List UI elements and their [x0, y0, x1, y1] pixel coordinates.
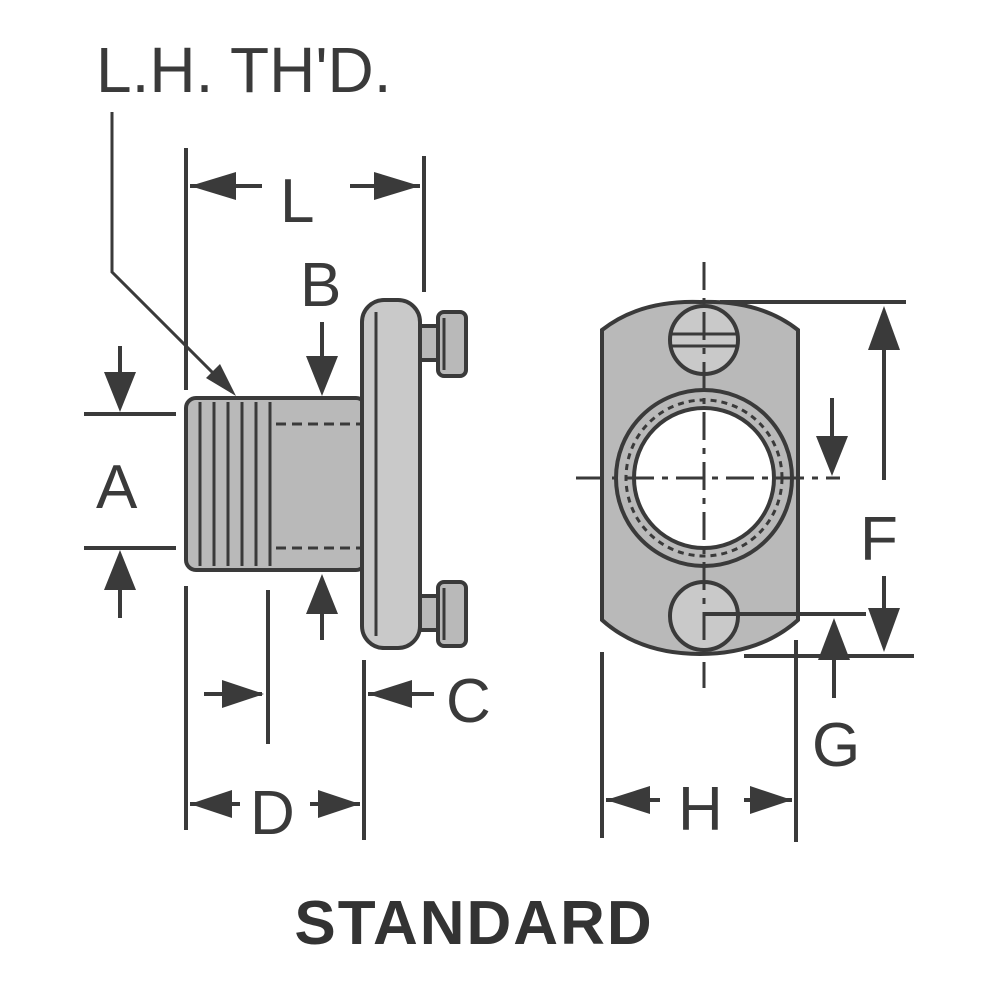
dimension-G: G [704, 612, 866, 780]
thread-callout-label: L.H. TH'D. [96, 34, 392, 106]
dim-label-F: F [860, 505, 898, 574]
thread-leader-arrow [206, 364, 236, 396]
dim-label-H: H [678, 775, 723, 844]
dim-label-L: L [280, 167, 314, 236]
dimension-B: B [300, 251, 341, 640]
dimension-A: A [84, 346, 176, 618]
bottom-screw [418, 580, 468, 648]
dimension-H: H [600, 640, 798, 844]
front-view [576, 262, 840, 688]
side-view [184, 298, 468, 650]
dim-label-D: D [250, 779, 295, 848]
dim-label-A: A [96, 453, 138, 522]
top-screw [418, 310, 468, 378]
flange [360, 298, 422, 650]
dimension-bore-offset [816, 398, 848, 476]
dim-label-B: B [300, 251, 341, 320]
dim-label-C: C [446, 667, 491, 736]
thread-lines [198, 402, 272, 566]
caption-standard: STANDARD [294, 889, 653, 958]
dim-label-G: G [812, 711, 860, 780]
dimension-C: C [362, 660, 491, 840]
dimension-D: D [184, 586, 360, 848]
dimension-L: L [184, 148, 426, 390]
thread-leader-line [110, 112, 234, 394]
